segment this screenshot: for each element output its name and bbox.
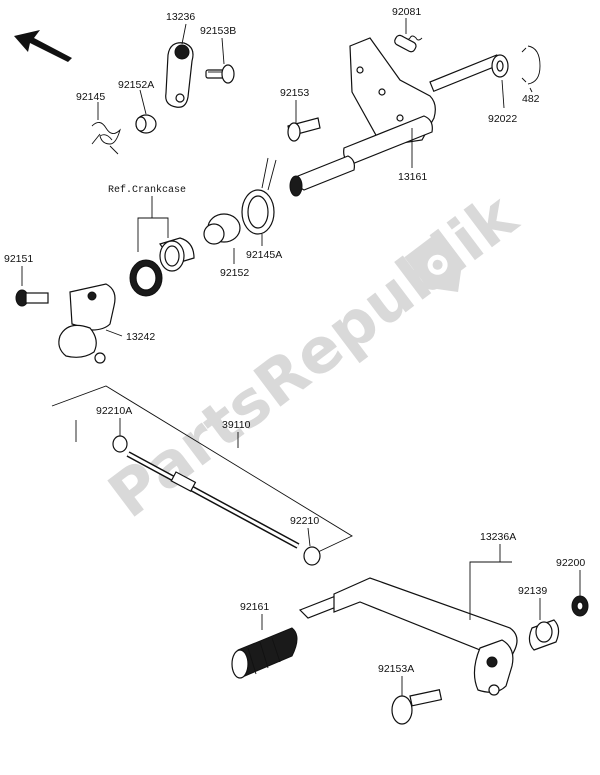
label-92153B: 92153B: [200, 25, 236, 37]
label-92210: 92210: [290, 515, 319, 527]
part-13242-lever: [58, 283, 116, 364]
part-92200-washer: [571, 595, 589, 617]
callout-labels: 13236 92153B 92081 92152A 92145 92153 92…: [4, 6, 585, 675]
part-92153-bolt: [287, 117, 321, 142]
watermark-text: PartsRepublik: [95, 178, 531, 532]
part-ref-crankcase-bearing-left: [129, 259, 163, 297]
label-92161: 92161: [240, 601, 269, 613]
part-13236-shift-arm: [165, 42, 194, 108]
label-13242: 13242: [126, 331, 155, 343]
part-39110-tie-rod: [126, 451, 300, 549]
label-92145A: 92145A: [246, 249, 282, 261]
label-92152: 92152: [220, 267, 249, 279]
watermark: PartsRepublik: [95, 178, 531, 532]
leader-lines: [21, 18, 581, 696]
label-13161: 13161: [398, 171, 427, 183]
label-92152A: 92152A: [118, 79, 154, 91]
front-direction-arrow-icon: [14, 30, 72, 62]
part-39110-tie-rod-group-frame: [51, 385, 353, 553]
part-92022-washer: [491, 54, 509, 78]
part-92210-nut: [303, 546, 321, 566]
label-482: 482: [522, 93, 540, 105]
part-92145A-spring: [241, 157, 277, 235]
part-92153A-bolt: [391, 689, 443, 725]
part-92153B-bolt: [205, 64, 235, 84]
label-92151: 92151: [4, 253, 33, 265]
label-13236A: 13236A: [480, 531, 516, 543]
part-92139-bushing: [528, 619, 560, 651]
label-39110: 39110: [222, 419, 251, 431]
label-92081: 92081: [392, 6, 421, 18]
part-92152A-collar: [135, 114, 157, 134]
part-ref-crankcase-bearing-right: [159, 237, 195, 272]
label-92139: 92139: [518, 585, 547, 597]
label-92022: 92022: [488, 113, 517, 125]
part-92145-spring: [91, 122, 121, 155]
part-13161-shift-shaft: [289, 37, 502, 197]
label-13236: 13236: [166, 11, 195, 23]
label-92200: 92200: [556, 557, 585, 569]
part-92152-collar: [203, 213, 241, 245]
label-92210A: 92210A: [96, 405, 132, 417]
label-ref-crankcase: Ref.Crankcase: [108, 184, 186, 196]
part-13236A-shift-pedal: [298, 577, 518, 696]
part-92161-pedal-rubber: [231, 627, 298, 679]
label-92153: 92153: [280, 87, 309, 99]
label-92153A: 92153A: [378, 663, 414, 675]
part-482-circlip: [521, 45, 541, 85]
part-92151-bolt: [15, 289, 49, 307]
part-92081-spring: [394, 34, 423, 53]
part-92210A-nut: [112, 435, 128, 453]
gear-icon: [404, 230, 463, 292]
label-92145: 92145: [76, 91, 105, 103]
